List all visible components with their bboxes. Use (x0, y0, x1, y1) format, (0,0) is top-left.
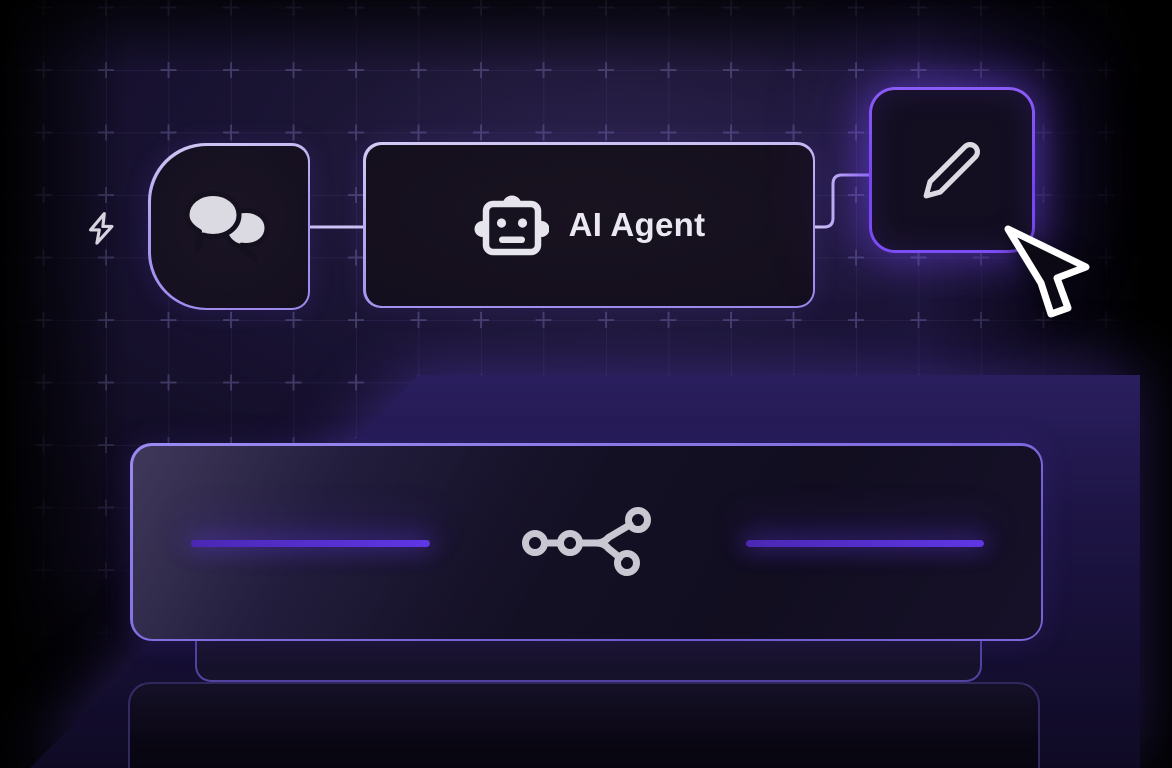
chat-trigger-node[interactable] (148, 143, 310, 310)
chat-bubbles-icon (184, 190, 270, 261)
pencil-icon (923, 142, 980, 199)
stacked-card-back (128, 682, 1040, 768)
ai-agent-label: AI Agent (568, 206, 706, 243)
chat-trigger-body (150, 145, 308, 308)
skeleton-line-left (190, 539, 430, 547)
ai-agent-node[interactable]: AI Agent (363, 142, 815, 308)
robot-icon (474, 195, 549, 256)
mouse-cursor-icon (1004, 225, 1090, 318)
branch-split-icon (521, 506, 651, 576)
skeleton-panel-body (132, 445, 1041, 639)
lightning-bolt-icon (89, 212, 114, 245)
edit-action-body (872, 90, 1032, 250)
skeleton-panel[interactable] (130, 443, 1043, 641)
skeleton-line-right (745, 539, 984, 547)
ai-agent-body: AI Agent (365, 144, 813, 306)
edit-action-node[interactable] (869, 87, 1035, 253)
